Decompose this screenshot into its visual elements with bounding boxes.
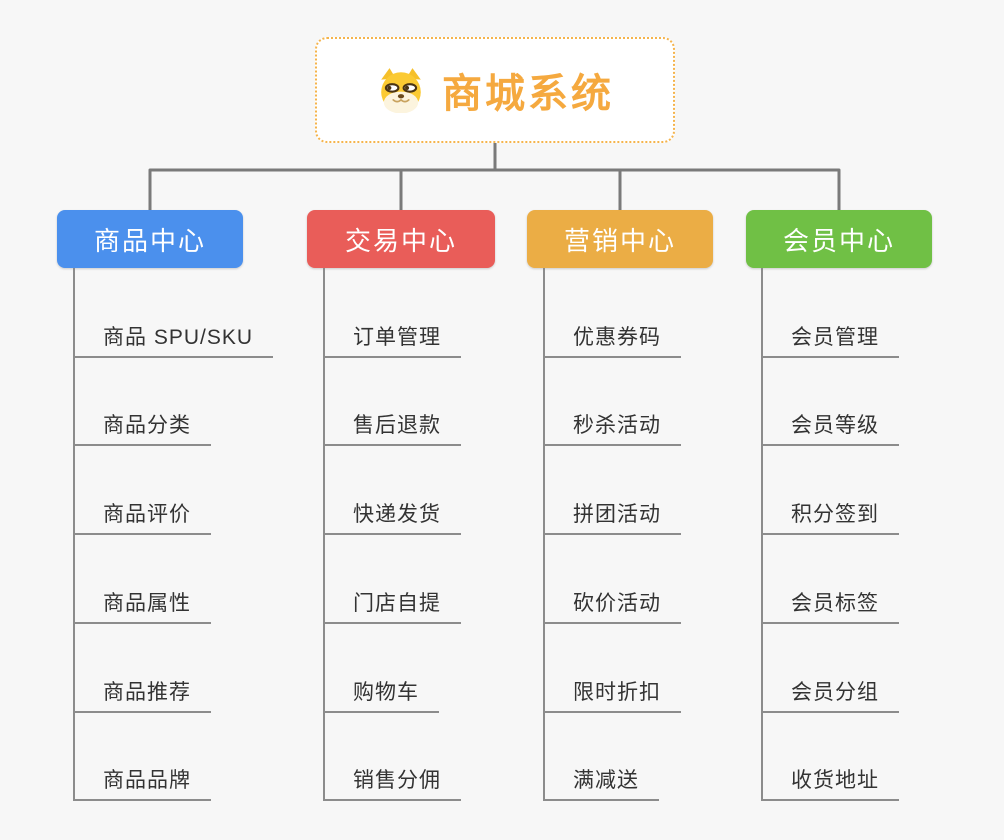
leaf-node[interactable]: 商品推荐: [73, 669, 211, 713]
branch-label: 会员中心: [782, 225, 895, 256]
leaf-node[interactable]: 销售分佣: [323, 757, 461, 801]
root-node[interactable]: 商城系统: [315, 37, 675, 143]
leaf-node[interactable]: 砍价活动: [543, 580, 681, 624]
leaf-node[interactable]: 购物车: [323, 669, 439, 713]
leaf-node[interactable]: 商品属性: [73, 580, 211, 624]
branch-children-member-center: 会员管理 会员等级 积分签到 会员标签 会员分组 收货地址: [761, 268, 1004, 801]
leaf-node[interactable]: 限时折扣: [543, 669, 681, 713]
leaf-node[interactable]: 商品分类: [73, 402, 211, 446]
leaf-node[interactable]: 会员分组: [761, 669, 899, 713]
branch-children-product-center: 商品 SPU/SKU 商品分类 商品评价 商品属性 商品推荐 商品品牌: [73, 268, 323, 801]
branch-children-marketing-center: 优惠券码 秒杀活动 拼团活动 砍价活动 限时折扣 满减送: [543, 268, 793, 801]
leaf-node[interactable]: 收货地址: [761, 757, 899, 801]
branch-label: 商品中心: [93, 225, 206, 256]
leaf-node[interactable]: 商品评价: [73, 491, 211, 535]
doge-icon: [381, 68, 421, 113]
leaf-node[interactable]: 售后退款: [323, 402, 461, 446]
leaf-node[interactable]: 会员等级: [761, 402, 899, 446]
branch-label: 营销中心: [563, 225, 676, 256]
leaf-node[interactable]: 拼团活动: [543, 491, 681, 535]
leaf-node[interactable]: 会员管理: [761, 314, 899, 358]
leaf-node[interactable]: 会员标签: [761, 580, 899, 624]
branch-node-trade-center[interactable]: 交易中心: [307, 210, 495, 268]
leaf-node[interactable]: 商品品牌: [73, 757, 211, 801]
branch-label: 交易中心: [344, 225, 457, 256]
leaf-node[interactable]: 商品 SPU/SKU: [73, 314, 274, 358]
leaf-node[interactable]: 订单管理: [323, 314, 461, 358]
leaf-node[interactable]: 积分签到: [761, 491, 899, 535]
leaf-node[interactable]: 秒杀活动: [543, 402, 681, 446]
leaf-node[interactable]: 满减送: [543, 757, 659, 801]
leaf-node[interactable]: 门店自提: [323, 580, 461, 624]
branch-node-marketing-center[interactable]: 营销中心: [527, 210, 713, 268]
branch-node-product-center[interactable]: 商品中心: [57, 210, 243, 268]
leaf-node[interactable]: 快递发货: [323, 491, 461, 535]
branch-children-trade-center: 订单管理 售后退款 快递发货 门店自提 购物车 销售分佣: [323, 268, 573, 801]
root-title: 商城系统: [442, 72, 614, 116]
branch-node-member-center[interactable]: 会员中心: [746, 210, 932, 268]
leaf-node[interactable]: 优惠券码: [543, 314, 681, 358]
